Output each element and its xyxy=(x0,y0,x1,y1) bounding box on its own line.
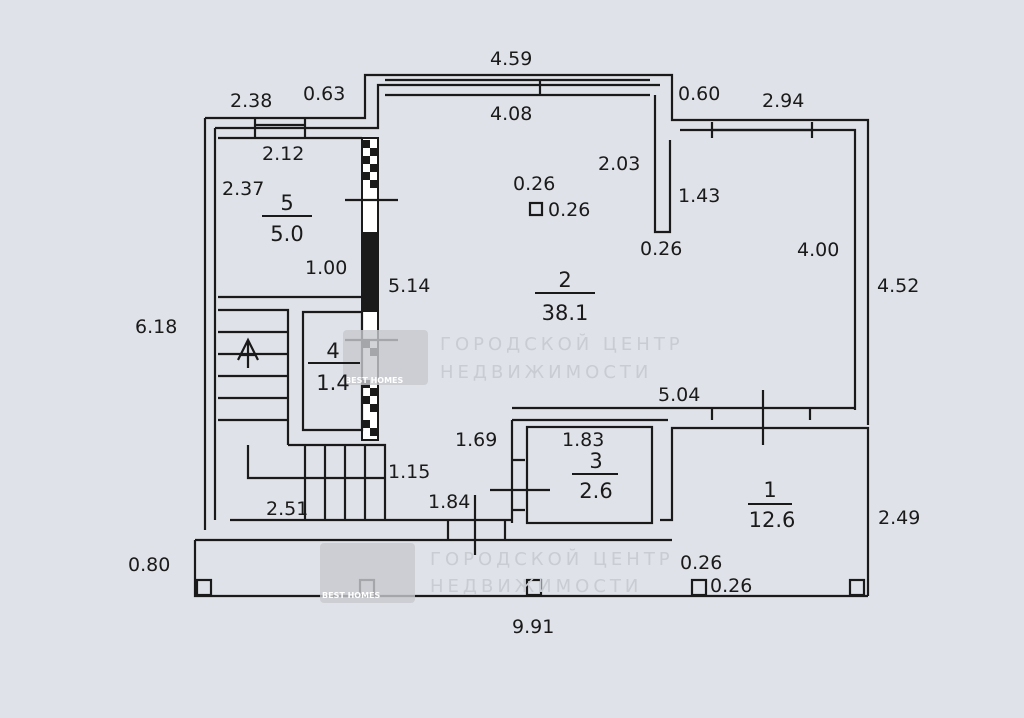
room-5-number: 5 xyxy=(280,191,293,215)
room-3-area: 2.6 xyxy=(579,479,612,503)
dim: 5.14 xyxy=(388,275,430,297)
dim: 0.26 xyxy=(513,173,555,195)
watermark-line2: НЕДВИЖИМОСТИ xyxy=(440,362,652,383)
room-5-area: 5.0 xyxy=(270,222,303,246)
dim: 0.26 xyxy=(710,575,752,597)
dim: 0.26 xyxy=(640,238,682,260)
dim: 1.83 xyxy=(562,429,604,451)
dim: 0.63 xyxy=(303,83,345,105)
watermark: ГОРОДСКОЙ ЦЕНТР НЕДВИЖИМОСТИ ГОРОДСКОЙ Ц… xyxy=(320,330,684,603)
dim: 1.84 xyxy=(428,491,470,513)
dim: 4.00 xyxy=(797,239,839,261)
room-1-number: 1 xyxy=(763,478,776,502)
watermark-line1: ГОРОДСКОЙ ЦЕНТР xyxy=(430,548,674,570)
watermark-brand: BEST HOMES xyxy=(345,376,403,385)
dim: 2.12 xyxy=(262,143,304,165)
dim: 4.52 xyxy=(877,275,919,297)
dim-top-total: 4.59 xyxy=(490,48,532,70)
dim: 2.49 xyxy=(878,507,920,529)
room-1-area: 12.6 xyxy=(749,508,796,532)
dim: 2.38 xyxy=(230,90,272,112)
watermark-line2: НЕДВИЖИМОСТИ xyxy=(430,576,642,597)
walls xyxy=(193,73,870,598)
watermark-line1: ГОРОДСКОЙ ЦЕНТР xyxy=(440,333,684,355)
dim: 1.00 xyxy=(305,257,347,279)
dim-bottom-total: 9.91 xyxy=(512,616,554,638)
room-3-number: 3 xyxy=(589,449,602,473)
room-labels: 1 12.6 2 38.1 3 2.6 4 1.4 5 5.0 xyxy=(262,191,795,532)
dim: 6.18 xyxy=(135,316,177,338)
dim: 0.60 xyxy=(678,83,720,105)
watermark-brand: BEST HOMES xyxy=(322,591,380,600)
dim: 2.37 xyxy=(222,178,264,200)
dim: 5.04 xyxy=(658,384,700,406)
dim-top-inner: 4.08 xyxy=(490,103,532,125)
dim: 2.03 xyxy=(598,153,640,175)
dim: 0.26 xyxy=(548,199,590,221)
room-2-area: 38.1 xyxy=(542,301,589,325)
dim: 2.94 xyxy=(762,90,804,112)
room-4-area: 1.4 xyxy=(316,371,349,395)
dim: 0.26 xyxy=(680,552,722,574)
dim: 1.15 xyxy=(388,461,430,483)
dim: 1.43 xyxy=(678,185,720,207)
dim: 1.69 xyxy=(455,429,497,451)
dim: 2.51 xyxy=(266,498,308,520)
dim: 0.80 xyxy=(128,554,170,576)
room-4-number: 4 xyxy=(326,339,339,363)
dimension-labels: 4.59 4.08 2.38 0.63 0.60 2.94 2.12 2.37 … xyxy=(128,48,920,638)
room-2-number: 2 xyxy=(558,268,571,292)
